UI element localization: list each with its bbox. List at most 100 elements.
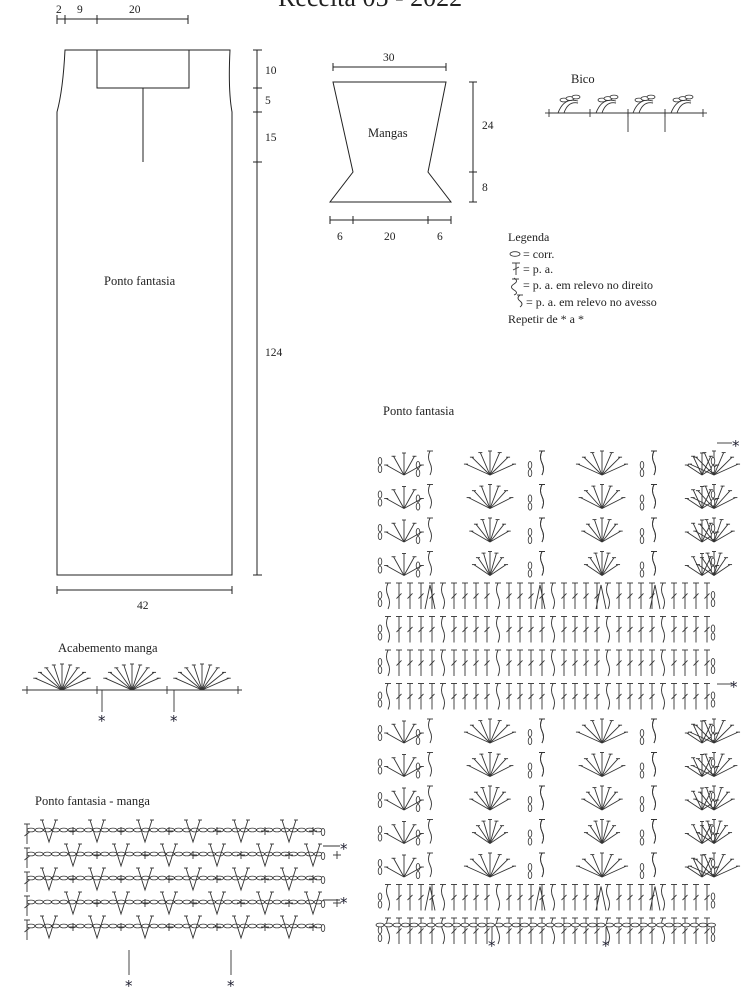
post-stitch bbox=[539, 551, 545, 576]
chain-stitch bbox=[377, 532, 383, 541]
chain-stitch bbox=[223, 899, 233, 905]
dc-stitch bbox=[583, 616, 589, 643]
dc-stitch bbox=[704, 884, 710, 911]
chain-stitch bbox=[469, 922, 478, 928]
chain-stitch bbox=[231, 875, 241, 881]
chain-stitch bbox=[647, 922, 657, 928]
chain-stitch bbox=[710, 825, 716, 834]
post-stitch bbox=[385, 683, 391, 710]
dc-stitch bbox=[671, 917, 677, 944]
chain-stitch bbox=[673, 922, 682, 928]
dc-stitch bbox=[451, 683, 457, 710]
repeat-star: * bbox=[488, 937, 496, 955]
page-title: Receita 05 - 2022 bbox=[278, 0, 462, 12]
post-stitch bbox=[539, 852, 545, 878]
dc-stitch bbox=[583, 649, 589, 676]
chain-stitch bbox=[684, 94, 694, 100]
chain-stitch bbox=[520, 922, 529, 928]
dc-stitch bbox=[484, 616, 490, 643]
dc-stitch bbox=[693, 649, 699, 676]
repeat-star: * bbox=[227, 977, 235, 995]
legend-item-chain: = corr. bbox=[523, 247, 554, 261]
dc-stitch bbox=[616, 917, 622, 944]
chain-stitch bbox=[206, 899, 216, 905]
chain-stitch bbox=[100, 827, 110, 833]
dc-stitch bbox=[473, 616, 479, 643]
chain-stitch bbox=[26, 899, 36, 905]
chain-stitch bbox=[377, 892, 383, 901]
post-stitch bbox=[651, 785, 657, 811]
chain-stitch bbox=[297, 899, 307, 905]
chain-stitch bbox=[639, 837, 645, 846]
chain-stitch bbox=[215, 851, 225, 857]
post-stitch bbox=[385, 649, 391, 677]
chain-stitch bbox=[710, 666, 716, 675]
chain-stitch bbox=[527, 770, 533, 779]
chain-stitch bbox=[710, 498, 716, 507]
shell-stitch bbox=[575, 450, 629, 476]
chain-stitch bbox=[710, 725, 716, 734]
chain-stitch bbox=[59, 875, 69, 881]
height-15: 15 bbox=[265, 132, 277, 144]
repeat-star: * bbox=[170, 712, 178, 730]
repeat-star: * bbox=[98, 712, 106, 730]
height-10: 10 bbox=[265, 65, 277, 77]
shell-stitch bbox=[684, 519, 720, 543]
chart-row bbox=[377, 819, 733, 846]
post-stitch bbox=[539, 752, 545, 777]
chain-stitch bbox=[707, 922, 716, 928]
sleeve-stitch-chart: **** bbox=[24, 819, 348, 995]
chain-stitch bbox=[630, 922, 640, 928]
chain-stitch bbox=[639, 494, 645, 503]
chart-row bbox=[377, 884, 716, 911]
post-stitch bbox=[385, 616, 391, 643]
chain-stitch bbox=[313, 851, 323, 857]
dc-stitch bbox=[462, 582, 468, 609]
sleeve-bottom-6-right: 6 bbox=[437, 231, 443, 243]
v-stitch bbox=[88, 915, 125, 940]
chain-stitch bbox=[503, 922, 512, 928]
v-stitch bbox=[40, 915, 77, 940]
chain-stitch bbox=[646, 94, 656, 100]
post-stitch bbox=[495, 616, 501, 643]
chain-stitch bbox=[377, 632, 383, 641]
chain-stitch bbox=[639, 737, 645, 746]
chain-stitch bbox=[710, 591, 716, 600]
dc-stitch bbox=[561, 683, 567, 710]
chain-stitch bbox=[613, 922, 623, 928]
chain-stitch bbox=[639, 922, 648, 928]
v-stitch bbox=[280, 915, 317, 940]
dc-stitch bbox=[429, 649, 435, 676]
body-label: Ponto fantasia bbox=[104, 274, 176, 288]
repeat-star: * bbox=[340, 840, 348, 858]
dc-stitch bbox=[506, 582, 512, 609]
post-stitch bbox=[605, 917, 611, 945]
chart-row bbox=[377, 616, 716, 643]
post-stitch bbox=[427, 551, 433, 576]
post-stitch bbox=[385, 582, 391, 610]
dc-stitch bbox=[693, 616, 699, 643]
chain-stitch bbox=[571, 94, 581, 100]
post-stitch bbox=[550, 917, 556, 945]
dc-stitch bbox=[462, 616, 468, 643]
dc-stitch bbox=[396, 884, 402, 911]
decrease-stitch bbox=[424, 584, 436, 610]
dc-stitch bbox=[24, 847, 30, 868]
post-stitch bbox=[660, 683, 666, 710]
dc-stitch bbox=[627, 917, 633, 944]
dc-stitch bbox=[693, 582, 699, 609]
chain-stitch bbox=[377, 699, 383, 708]
dc-stitch bbox=[539, 917, 545, 944]
chain-stitch bbox=[527, 536, 533, 545]
dc-stitch bbox=[506, 683, 512, 710]
chain-stitch bbox=[320, 852, 326, 861]
chain-stitch bbox=[415, 569, 421, 578]
chain-stitch bbox=[698, 922, 708, 928]
bico-picot bbox=[670, 94, 694, 114]
chain-symbol bbox=[509, 251, 521, 257]
dc-stitch bbox=[418, 917, 424, 944]
dc-stitch bbox=[638, 649, 644, 676]
chain-stitch bbox=[639, 796, 645, 805]
chain-stitch bbox=[26, 827, 36, 833]
dc-stitch bbox=[506, 917, 512, 944]
